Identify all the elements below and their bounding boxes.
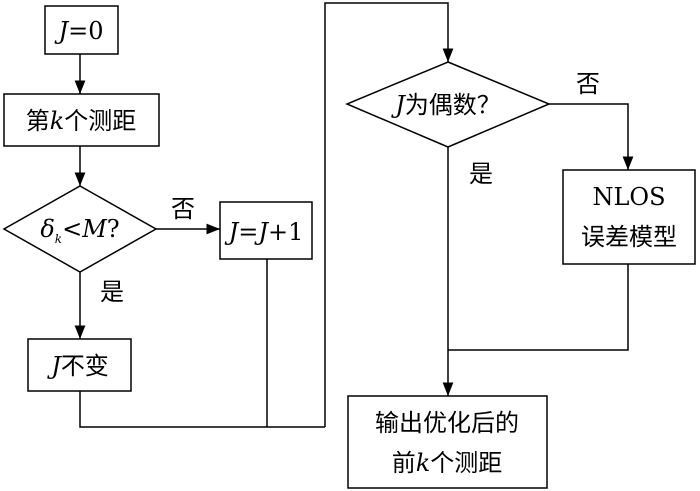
cond1-q: ? <box>107 215 120 243</box>
node-init: J=0 <box>44 5 119 55</box>
cond1-var: M <box>81 215 108 243</box>
svg-text:J不变: J不变 <box>46 352 109 380</box>
node-unchanged: J不变 <box>27 338 132 392</box>
cond1-delta: δ <box>40 215 54 243</box>
connectors <box>74 2 634 428</box>
label-cond1-no: 否 <box>171 195 195 223</box>
label-cond1-yes: 是 <box>100 278 124 306</box>
cond1-sub: k <box>55 232 62 246</box>
range-var: k <box>50 107 65 135</box>
nlos-line2: 误差模型 <box>581 223 677 251</box>
unchanged-rest: 不变 <box>61 352 109 380</box>
svg-text:J=0: J=0 <box>53 17 103 45</box>
edge-unchanged-merge <box>79 391 325 428</box>
svg-text:J为偶数？: J为偶数？ <box>390 91 501 119</box>
cond2-rest: 为偶数？ <box>405 91 501 119</box>
incr-eq: = <box>238 218 258 246</box>
label-cond2-no: 否 <box>576 70 600 98</box>
nlos-line1: NLOS <box>592 183 665 211</box>
output-line2-var: k <box>416 449 431 477</box>
svg-text:前k个测距: 前k个测距 <box>392 449 503 477</box>
init-rest: =0 <box>68 17 103 45</box>
edge-nlos-merge <box>448 264 629 351</box>
incr-rest: +1 <box>268 218 303 246</box>
label-cond2-yes: 是 <box>469 160 493 188</box>
svg-text:J=J+1: J=J+1 <box>224 218 304 246</box>
node-incr: J=J+1 <box>219 201 313 260</box>
node-cond2: J为偶数？ <box>345 61 551 148</box>
output-line2-pre: 前 <box>392 449 416 477</box>
range-post: 个测距 <box>64 107 136 135</box>
node-range-k: 第k个测距 <box>3 93 160 147</box>
output-line2-post: 个测距 <box>430 449 502 477</box>
range-pre: 第 <box>26 107 50 135</box>
edge-cond2-no-to-nlos <box>549 103 634 170</box>
node-output: 输出优化后的 前k个测距 <box>347 395 548 489</box>
svg-text:第k个测距: 第k个测距 <box>26 107 137 135</box>
node-nlos: NLOS 误差模型 <box>562 169 696 265</box>
node-cond1: δk<M? <box>2 185 158 273</box>
svg-text:δk<M?: δk<M? <box>40 215 119 246</box>
cond1-op: < <box>62 215 82 243</box>
output-line1: 输出优化后的 <box>375 409 519 437</box>
edge-merge-to-cond2 <box>324 2 454 427</box>
